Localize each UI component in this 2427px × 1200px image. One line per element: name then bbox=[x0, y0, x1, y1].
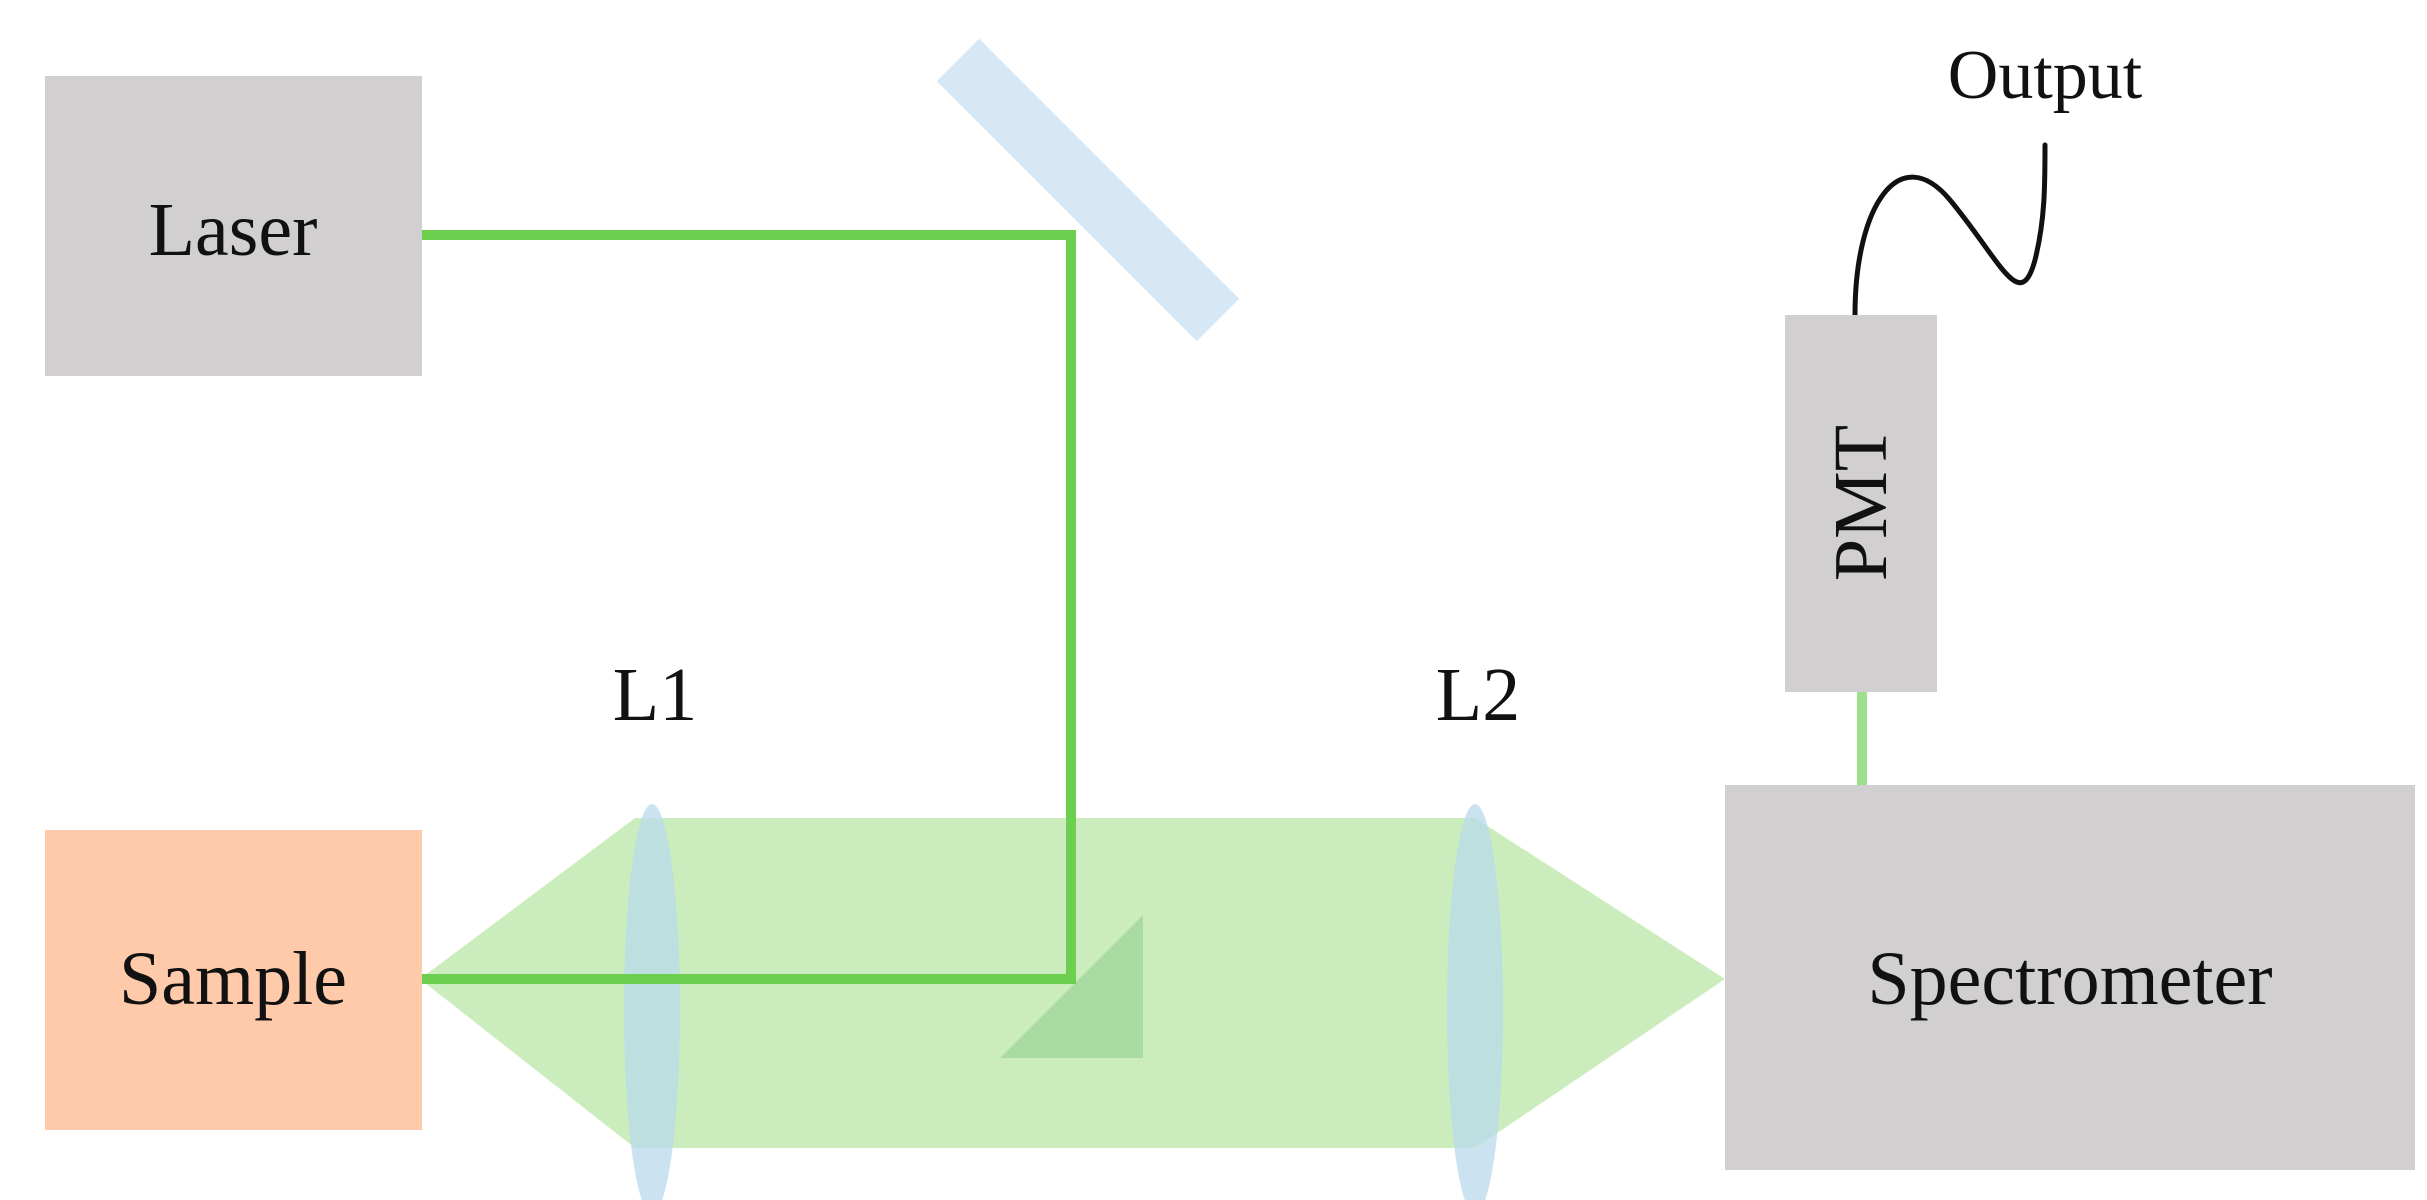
lens-l1 bbox=[624, 804, 680, 1200]
laser-label: Laser bbox=[149, 188, 318, 272]
lens-l2-label: L2 bbox=[1436, 653, 1520, 737]
output-label: Output bbox=[1948, 37, 2143, 114]
output-cable bbox=[1852, 142, 2048, 318]
prism-mirror bbox=[1000, 915, 1143, 1058]
pmt-label: PMT bbox=[1819, 425, 1903, 581]
spectrometer-box bbox=[1725, 785, 2415, 1170]
lens-l1-label: L1 bbox=[613, 653, 697, 737]
laser-box bbox=[45, 76, 422, 376]
pmt-box bbox=[1785, 315, 1937, 692]
spectrometer-label: Spectrometer bbox=[1867, 937, 2272, 1021]
dichroic-mirror bbox=[936, 38, 1240, 342]
sample-label: Sample bbox=[119, 937, 347, 1021]
laser-beam bbox=[420, 230, 1076, 984]
lens-l2 bbox=[1447, 804, 1503, 1200]
sample-box bbox=[45, 830, 422, 1130]
